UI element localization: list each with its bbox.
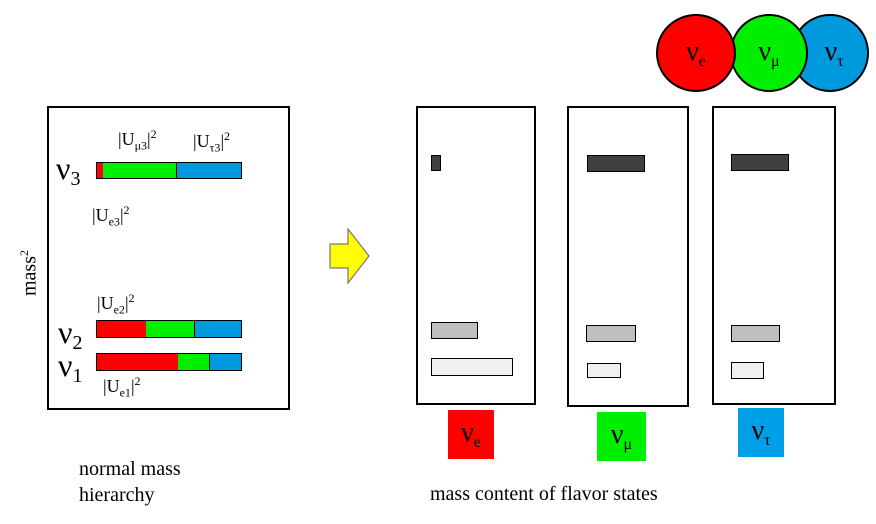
nu3-tau-segment	[176, 163, 241, 178]
nu3-muon-segment	[103, 163, 176, 178]
electron-flavor-label: νe	[448, 410, 494, 459]
electron-circle: νe	[656, 14, 736, 92]
nu1-muon-segment	[178, 354, 209, 370]
tau-nu2-content	[731, 325, 780, 342]
nu3-electron-segment	[97, 163, 103, 178]
label-u-tau3: |Uτ3|2	[193, 129, 231, 155]
right-arrow-icon	[329, 227, 370, 285]
muon-nu3-content	[587, 155, 645, 172]
muon-nu2-content	[586, 325, 636, 342]
tau-circle: ντ	[791, 14, 869, 92]
muon-flavor-label: νμ	[597, 412, 646, 461]
right-caption: mass content of flavor states	[430, 483, 658, 505]
nu1-electron-segment	[97, 354, 178, 370]
nu3-label: ν3	[56, 150, 81, 190]
tau-flavor-panel	[712, 106, 836, 405]
nu2-electron-segment	[97, 321, 146, 337]
electron-nu2-content	[431, 322, 478, 339]
label-u-mu3: |Uμ3|2	[118, 127, 157, 153]
tau-nu3-content	[731, 154, 789, 171]
electron-nu3-content	[431, 155, 441, 171]
label-u-e1: |Ue1|2	[103, 374, 141, 400]
label-u-e3: |Ue3|2	[92, 203, 130, 229]
nu3-flavor-bar	[96, 162, 242, 179]
tau-nu1-content	[731, 362, 764, 379]
nu1-flavor-bar	[96, 353, 242, 371]
mass-axis-label: mass2	[17, 250, 41, 296]
left-caption: normal mass hierarchy	[79, 458, 181, 506]
muon-flavor-panel	[567, 106, 689, 407]
nu2-label: ν2	[58, 314, 83, 354]
nu1-label: ν1	[58, 347, 83, 387]
tau-flavor-label: ντ	[738, 408, 784, 457]
nu2-flavor-bar	[96, 320, 242, 338]
muon-circle: νμ	[730, 14, 808, 92]
nu2-tau-segment	[194, 321, 241, 337]
nu1-tau-segment	[209, 354, 241, 370]
nu2-muon-segment	[146, 321, 194, 337]
electron-nu1-content	[431, 358, 513, 376]
label-u-e2: |Ue2|2	[97, 291, 135, 317]
muon-nu1-content	[587, 363, 621, 378]
